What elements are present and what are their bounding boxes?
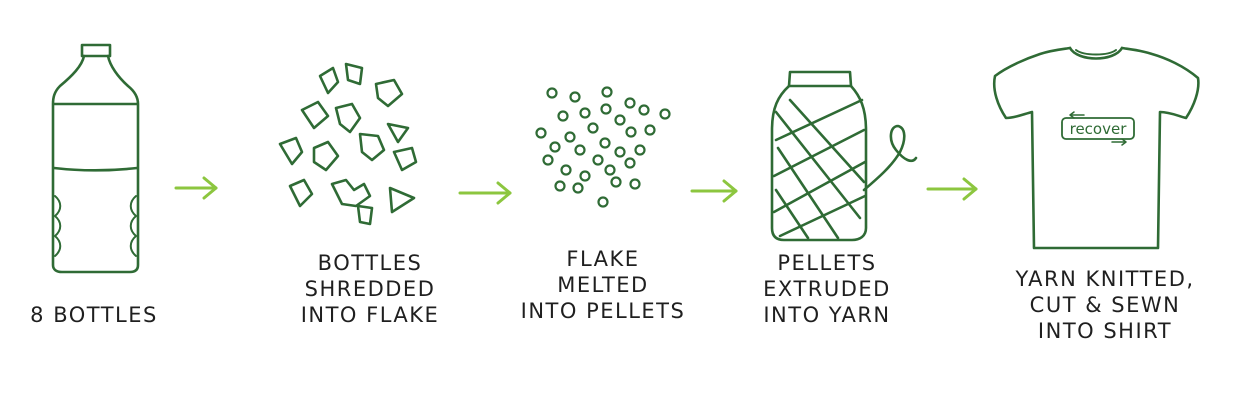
recover-logo: recover	[1061, 111, 1135, 146]
label-line: CUT & SEWN	[1029, 293, 1181, 317]
arrow-right-icon	[926, 177, 978, 201]
arrow-right-icon	[690, 179, 738, 203]
label-line: INTO SHIRT	[1037, 319, 1173, 343]
flakes-icon	[278, 62, 418, 226]
step-label-knitted: YARN KNITTED, CUT & SEWN INTO SHIRT	[1000, 266, 1210, 344]
recover-logo-text: recover	[1070, 120, 1128, 138]
label-line: YARN KNITTED,	[1015, 267, 1195, 291]
label-line: PELLETS	[777, 251, 877, 275]
step-label-extruded: PELLETS EXTRUDED INTO YARN	[752, 250, 902, 328]
label-line: INTO PELLETS	[520, 299, 686, 323]
tshirt-icon: recover	[992, 46, 1200, 250]
label-line: BOTTLES	[317, 251, 423, 275]
label-line: INTO FLAKE	[300, 303, 440, 327]
step-label-bottles: 8 BOTTLES	[24, 302, 164, 328]
arrow-right-icon	[458, 181, 512, 205]
arrow-right-icon	[174, 176, 218, 200]
label-line: MELTED	[557, 273, 649, 297]
bottle-icon	[51, 43, 140, 274]
yarn-spool-icon	[770, 70, 918, 242]
label-line: FLAKE	[566, 247, 640, 271]
label-line: 8 BOTTLES	[30, 303, 158, 327]
label-line: EXTRUDED	[763, 277, 891, 301]
label-line: INTO YARN	[763, 303, 891, 327]
pellets-icon	[535, 86, 671, 208]
label-line: SHREDDED	[304, 277, 436, 301]
step-label-melted: FLAKE MELTED INTO PELLETS	[518, 246, 688, 324]
step-label-shredded: BOTTLES SHREDDED INTO FLAKE	[285, 250, 455, 328]
